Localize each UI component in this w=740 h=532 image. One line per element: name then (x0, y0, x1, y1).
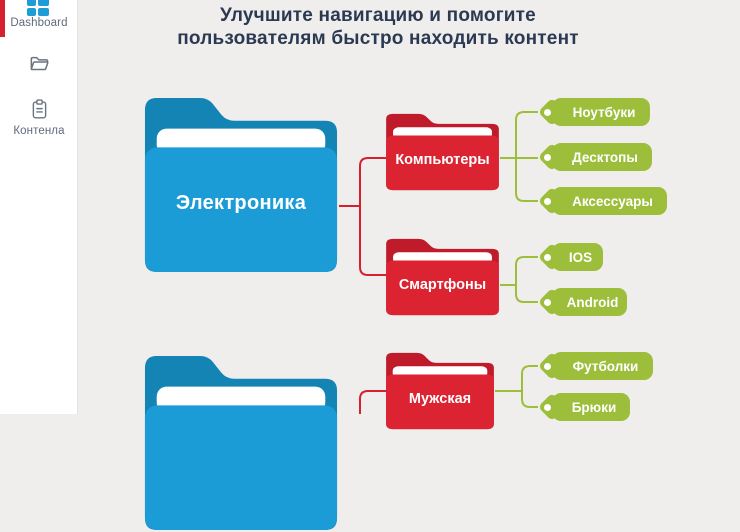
connector-smartphones-branch (515, 256, 538, 303)
tag-dot-icon (544, 108, 551, 116)
connector-bottom-branch (359, 390, 386, 414)
connector-electronics-branch (359, 157, 386, 276)
folder-shape-icon (144, 97, 338, 273)
tag-desktops: Десктопы (544, 143, 652, 171)
folder-label: Мужская (408, 391, 472, 408)
tag-label: Ноутбуки (572, 104, 636, 120)
sidebar: Dashboard Контенла (0, 0, 78, 414)
sidebar-item-content[interactable]: Контенла (0, 97, 78, 141)
folder-outline-icon (28, 56, 51, 80)
tag-dot-icon (544, 197, 551, 205)
sidebar-item-folders[interactable] (0, 52, 78, 80)
tag-dot-icon (544, 403, 551, 411)
tag-label: IOS (568, 249, 593, 265)
folder-electronics: Электроника (143, 96, 339, 274)
folder-label (151, 406, 331, 518)
tag-dot-icon (544, 253, 551, 261)
folder-clothing-partial (143, 354, 339, 532)
page-title-line1: Улучшите навигацию и помогите (220, 5, 536, 26)
folder-label: Компьютеры (395, 152, 490, 169)
clipboard-icon (29, 99, 50, 126)
folder-shape-icon (386, 238, 499, 316)
folder-smartphones: Смартфоны (385, 238, 500, 316)
sidebar-item-label: Контенла (13, 125, 65, 137)
folder-label: Смартфоны (398, 277, 487, 294)
tag-laptops: Ноутбуки (544, 98, 650, 126)
folder-label: Электроника (175, 192, 307, 215)
page-title-line2: пользователям быстро находить контент (177, 27, 579, 49)
connector-lines (339, 111, 538, 414)
tag-android: Android (544, 288, 627, 316)
tag-dot-icon (544, 362, 551, 370)
tag-dot-icon (544, 298, 551, 306)
tag-accessories: Аксессуары (544, 187, 667, 215)
tag-label: Брюки (571, 399, 617, 415)
connector-mens-branch (521, 365, 538, 408)
page-title: Улучшите навигацию и помогите пользовате… (78, 5, 678, 50)
folder-shape-icon (386, 113, 499, 191)
folder-mens: Мужская (385, 352, 495, 430)
folder-computers: Компьютеры (385, 113, 500, 191)
tag-tshirts: Футболки (544, 352, 653, 380)
active-indicator (0, 0, 5, 37)
dashboard-icon (27, 0, 49, 17)
tag-ios: IOS (544, 243, 603, 271)
sidebar-item-dashboard[interactable]: Dashboard (0, 0, 78, 32)
tag-pants: Брюки (544, 393, 630, 421)
sidebar-item-label: Dashboard (10, 17, 68, 29)
tag-label: Десктопы (572, 149, 638, 165)
tag-label: Android (566, 294, 619, 310)
tag-dot-icon (544, 153, 551, 161)
tag-label: Аксессуары (572, 193, 653, 209)
connector-computers-branch (515, 111, 538, 202)
tag-label: Футболки (572, 358, 639, 374)
